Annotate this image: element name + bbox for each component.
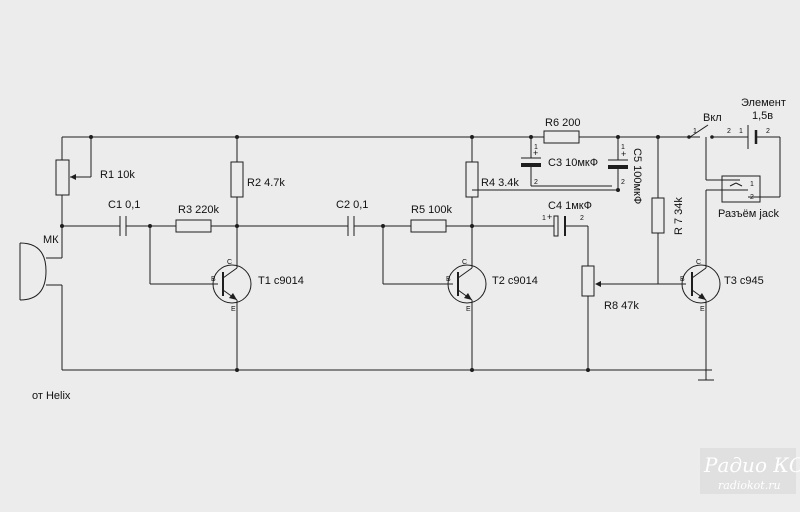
junction-dots (60, 135, 660, 372)
c5-plus: + (621, 149, 626, 159)
jack-connector (706, 175, 781, 203)
c4-pin-2: 2 (580, 215, 584, 222)
c3-pin-1: 1 (534, 144, 538, 151)
t1-pin-e: E (231, 306, 236, 313)
r3-resistor (175, 219, 237, 233)
t3-pin-e: E (700, 306, 705, 313)
power-switch (658, 124, 748, 181)
t1-label: T1 c9014 (258, 275, 304, 287)
ground-rail (62, 369, 714, 381)
author-note: от Helix (32, 390, 71, 402)
c3-pin-2: 2 (534, 179, 538, 186)
c5-pin-2: 2 (621, 179, 625, 186)
switch-pin-1: 1 (693, 128, 697, 135)
mk-label: МК (43, 234, 59, 246)
battery-cell (747, 125, 781, 190)
r4-label: R4 3.4k (481, 177, 519, 189)
switch-label: Вкл (703, 112, 722, 124)
watermark-url: radiokot.ru (718, 479, 781, 492)
r8-label: R8 47k (604, 300, 639, 312)
switch-pin-2: 2 (727, 128, 731, 135)
t1-pin-c: C (227, 259, 232, 266)
c1-label: C1 0,1 (108, 199, 140, 211)
jack-label: Разъём jack (718, 208, 779, 220)
radiokot-watermark: Радио КОТ radiokot.ru (700, 448, 800, 494)
r1-label: R1 10k (100, 169, 135, 181)
battery-pin-1: 1 (739, 128, 743, 135)
microphone (19, 226, 63, 370)
r3-label: R3 220k (178, 204, 219, 216)
c4-label: C4 1мкФ (548, 200, 592, 212)
c2-label: C2 0,1 (336, 199, 368, 211)
t2-base-wire (382, 226, 453, 285)
c4-capacitor (472, 215, 589, 266)
r7-label: R 7 34k (673, 197, 685, 235)
r8-potentiometer (581, 265, 658, 370)
c5-pin-1: 1 (621, 144, 625, 151)
t1-transistor (212, 262, 252, 370)
t2-label: T2 c9014 (492, 275, 538, 287)
c3-label: C3 10мкФ (548, 157, 598, 169)
t3-pin-b: B (680, 276, 685, 283)
c4-plus: + (547, 212, 552, 222)
t3-label: T3 c945 (724, 275, 764, 287)
jack-pin-1: 1 (750, 181, 754, 188)
r2-resistor (230, 137, 244, 262)
c4-pin-1: 1 (542, 215, 546, 222)
t2-pin-e: E (466, 306, 471, 313)
battery-label-line1: Элемент (741, 97, 786, 109)
t1-base-wire (149, 226, 218, 285)
r6-resistor (543, 130, 580, 144)
c3-plus: + (533, 148, 538, 158)
r6-label: R6 200 (545, 117, 580, 129)
t2-transistor (447, 262, 487, 370)
c1-capacitor (62, 216, 176, 236)
r2-label: R2 4.7k (247, 177, 285, 189)
t3-transistor (681, 190, 721, 370)
r5-resistor (410, 219, 472, 233)
c3-capacitor (521, 137, 612, 187)
battery-pin-2: 2 (766, 128, 770, 135)
watermark-title: Радио КОТ (703, 453, 800, 477)
r4-resistor (465, 137, 479, 262)
jack-pin-2: 2 (750, 194, 754, 201)
r5-label: R5 100k (411, 204, 452, 216)
t1-pin-b: B (211, 276, 216, 283)
r1-potentiometer (55, 137, 92, 226)
t2-pin-b: B (446, 276, 451, 283)
battery-label-line2: 1,5в (752, 110, 773, 122)
t2-pin-c: C (462, 259, 467, 266)
t3-pin-c: C (696, 259, 701, 266)
r7-resistor (651, 137, 686, 285)
c5-label: C5 100мкФ (631, 148, 643, 204)
c5-capacitor (608, 137, 628, 190)
